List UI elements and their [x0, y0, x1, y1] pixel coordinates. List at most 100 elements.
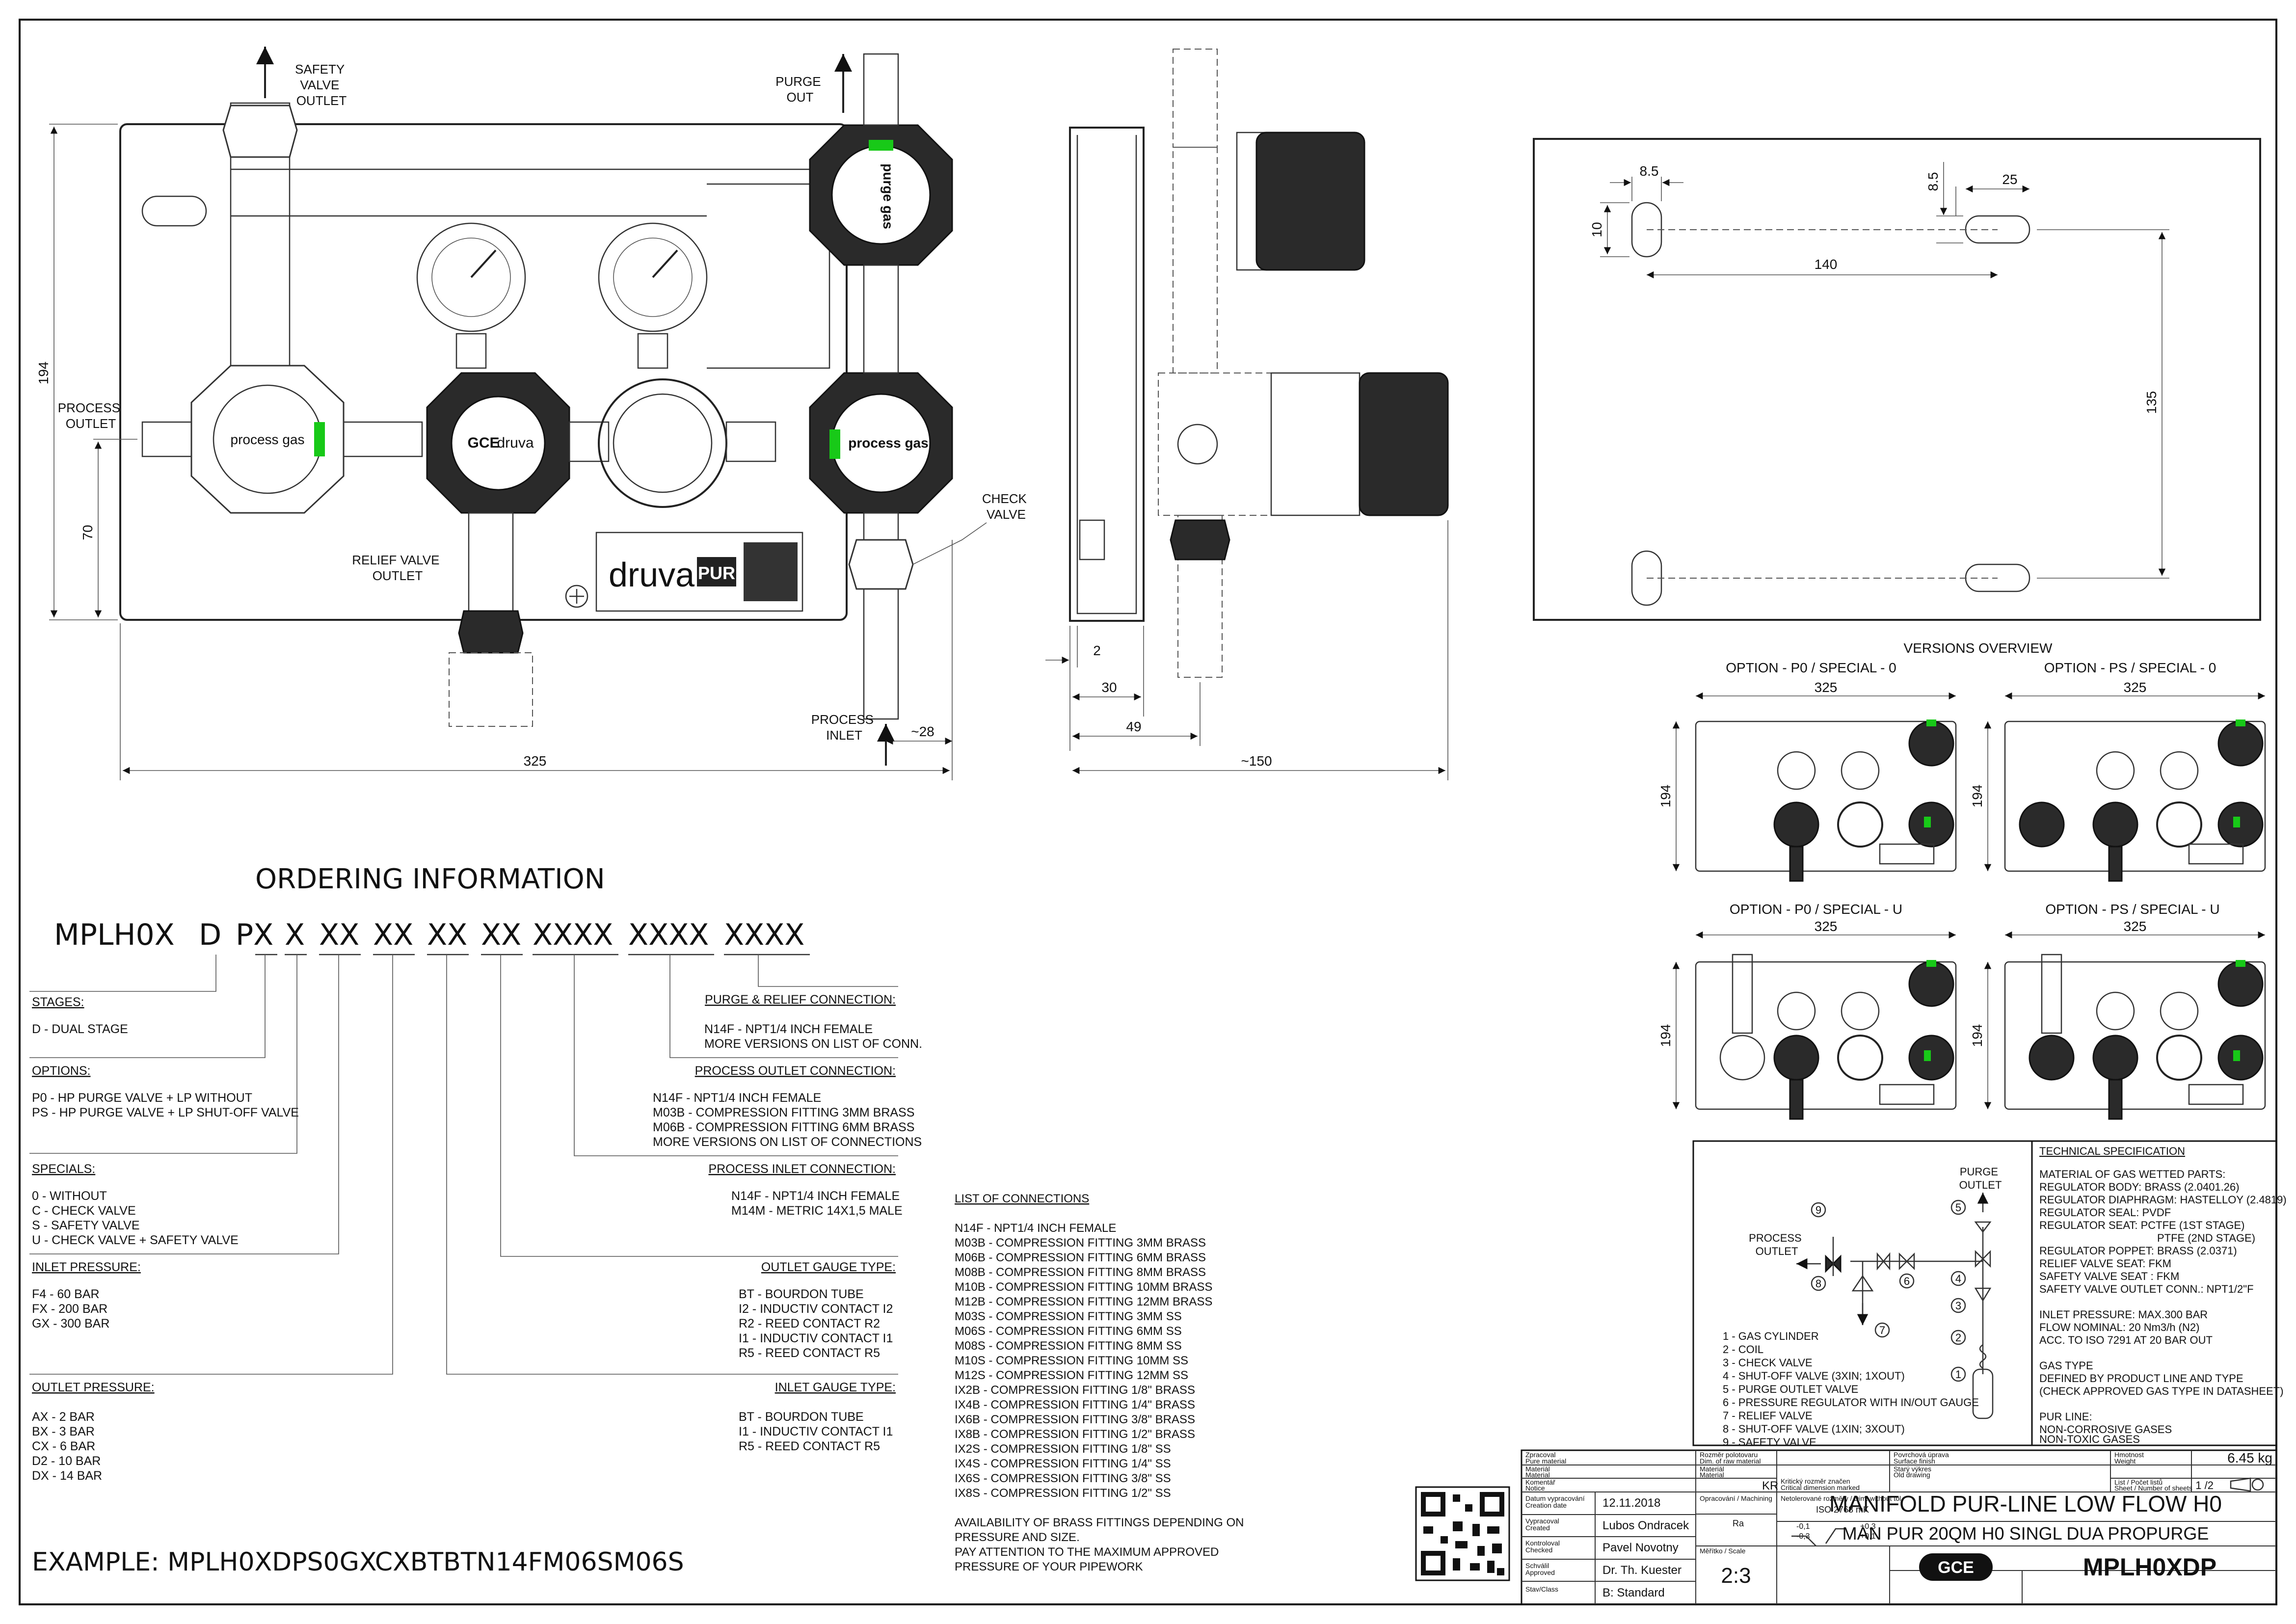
tb-class-value: B: Standard: [1602, 1586, 1665, 1599]
specials-item: 0 - WITHOUT: [32, 1189, 107, 1203]
version-relief: [1789, 1079, 1804, 1120]
schematic-purge-outlet: PURGE OUTLET: [1959, 1166, 2002, 1191]
gce-logo-text: GCE: [1938, 1558, 1974, 1577]
outlet-pressure-item: DX - 14 BAR: [32, 1469, 102, 1483]
options-item: PS - HP PURGE VALVE + LP SHUT-OFF VALVE: [32, 1106, 299, 1119]
title-block-frame: [1521, 1449, 2277, 1605]
connection-note: PRESSURE OF YOUR PIPEWORK: [955, 1560, 1143, 1573]
version-label: OPTION - P0 / SPECIAL - U: [1730, 902, 1902, 917]
tb-material-cz: Materiál: [1525, 1465, 1550, 1473]
stages-item: D - DUAL STAGE: [32, 1022, 128, 1036]
dim-left-lower: 70: [80, 525, 95, 540]
version-p0-u: OPTION - P0 / SPECIAL - U 325 194: [1658, 902, 1957, 1120]
shutoff-valve-right: [1975, 1250, 1991, 1268]
qr-finder-inner: [1426, 1497, 1441, 1512]
options-title: OPTIONS:: [32, 1064, 90, 1078]
outlet-gauge-item: R2 - REED CONTACT R2: [739, 1317, 880, 1331]
tech-line: PUR LINE:: [2039, 1411, 2092, 1423]
tb-meritko: Měřítko / Scale: [1700, 1547, 1746, 1555]
projection-cone: [2230, 1477, 2251, 1492]
specials-block: SPECIALS: 0 - WITHOUT C - CHECK VALVE S …: [32, 1162, 239, 1247]
version-height: 194: [1658, 1024, 1673, 1047]
inlet-gauge-item: BT - BOURDON TUBE: [739, 1410, 864, 1424]
purge-valve-symbol: [1974, 1221, 1992, 1233]
version-gauge: [2160, 751, 2199, 790]
connection-item: IX4B - COMPRESSION FITTING 1/4" BRASS: [955, 1398, 1195, 1411]
side-dim-150: ~150: [1241, 753, 1272, 769]
legend-item: 5 - PURGE OUTLET VALVE: [1723, 1383, 1858, 1395]
outlet-pressure-block: OUTLET PRESSURE: AX - 2 BAR BX - 3 BAR C…: [32, 1381, 155, 1483]
back-dim-25: 25: [2002, 172, 2017, 187]
tb-scale: 2:3: [1721, 1564, 1751, 1588]
tb-checker: Pavel Novotny: [1602, 1541, 1679, 1554]
process-inlet-item: N14F - NPT1/4 INCH FEMALE: [731, 1189, 900, 1203]
version-window: [2156, 1035, 2202, 1081]
side-dim-30: 30: [1101, 680, 1117, 695]
qr-finder-inner: [1485, 1497, 1499, 1512]
inlet-gauge-left: [416, 222, 526, 332]
inlet-gauge-item: R5 - REED CONTACT R5: [739, 1439, 880, 1453]
version-height: 194: [1658, 785, 1673, 808]
version-ps-u: OPTION - PS / SPECIAL - U 325 194: [1970, 902, 2266, 1120]
connection-item: M08B - COMPRESSION FITTING 8MM BRASS: [955, 1266, 1206, 1279]
tech-line: NON-TOXIC GASES: [2039, 1433, 2140, 1445]
tb-notice: Notice: [1525, 1484, 1545, 1492]
gas-cylinder: [1972, 1368, 1994, 1419]
legend-item: 3 - CHECK VALVE: [1723, 1357, 1813, 1369]
specials-item: S - SAFETY VALVE: [32, 1219, 140, 1232]
node-label: 3: [1955, 1300, 1961, 1312]
check-valve-label: CHECK VALVE: [982, 491, 1030, 522]
options-item: P0 - HP PURGE VALVE + LP WITHOUT: [32, 1091, 252, 1105]
version-window: [1837, 1035, 1883, 1081]
check-valve-nut: [848, 539, 914, 590]
outlet-gauge-title: OUTLET GAUGE TYPE:: [761, 1260, 896, 1274]
version-indicator: [2236, 960, 2245, 967]
version-regulator: [2019, 801, 2065, 848]
title-block-values: 12.11.2018 Lubos Ondracek Pavel Novotny …: [1602, 1450, 2272, 1599]
gauge-stem-right: [637, 333, 668, 369]
nameplate-brand: druva: [609, 556, 694, 594]
connection-item: IX2S - COMPRESSION FITTING 1/8" SS: [955, 1442, 1171, 1456]
nameplate-pur-box: [697, 557, 736, 586]
version-regulator: [2217, 801, 2264, 848]
tech-line: DEFINED BY PRODUCT LINE AND TYPE: [2039, 1372, 2243, 1384]
version-gauge: [2096, 991, 2135, 1031]
outlet-fitting: [141, 421, 192, 457]
outlet-pressure-item: BX - 3 BAR: [32, 1425, 95, 1438]
version-gauge: [1841, 991, 1880, 1031]
pneumatic-schematic: 1 2 3 4 5 6 7 8 9 PURGE OUTLET PROCESS O…: [1723, 1166, 2002, 1448]
tb-vypracoval: Vypracoval: [1525, 1517, 1559, 1525]
process-outlet-item: MORE VERSIONS ON LIST OF CONNECTIONS: [653, 1135, 922, 1149]
process-outlet-title: PROCESS OUTLET CONNECTION:: [695, 1064, 896, 1078]
sheet-border: [19, 19, 2277, 1605]
internal-outline: [231, 168, 830, 369]
connections-list: LIST OF CONNECTIONS N14F - NPT1/4 INCH F…: [955, 1192, 1244, 1573]
version-width: 325: [2124, 680, 2147, 695]
side-regulator-port: [1177, 424, 1218, 465]
tb-iso: ISO 2768 mK: [1816, 1505, 1869, 1515]
outlet-pressure-item: D2 - 10 BAR: [32, 1454, 101, 1468]
version-nameplate: [1879, 1084, 1935, 1105]
version-plate: [1695, 720, 1957, 872]
relief-valve: [468, 512, 514, 617]
side-bolt: [1079, 519, 1105, 560]
legend-item: 6 - PRESSURE REGULATOR WITH IN/OUT GAUGE: [1723, 1396, 1979, 1409]
purge-relief-item: MORE VERSIONS ON LIST OF CONN.: [704, 1037, 922, 1051]
outlet-pressure-title: OUTLET PRESSURE:: [32, 1381, 155, 1394]
connections-title: LIST OF CONNECTIONS: [955, 1192, 1089, 1205]
version-regulator: [1773, 1035, 1819, 1081]
inlet-pressure-block: INLET PRESSURE: F4 - 60 BAR FX - 200 BAR…: [32, 1260, 141, 1331]
mid-connector-right: [725, 421, 776, 462]
tolerance-sketch: [1791, 1528, 1845, 1546]
version-nameplate: [1879, 843, 1935, 865]
version-label: OPTION - PS / SPECIAL - U: [2045, 902, 2219, 917]
version-plate: [2004, 720, 2266, 872]
plus-screw-cross: [569, 589, 584, 604]
inlet-gauge-left-needle: [470, 249, 497, 278]
schematic-frame: [1692, 1140, 2277, 1446]
tb-hmotnost-cz: Hmotnost: [2114, 1451, 2144, 1459]
version-regulator: [2029, 1035, 2075, 1081]
version-indicator: [1926, 719, 1936, 726]
tb-weight: 6.45 kg: [2227, 1450, 2272, 1465]
back-plate: [1533, 138, 2261, 621]
